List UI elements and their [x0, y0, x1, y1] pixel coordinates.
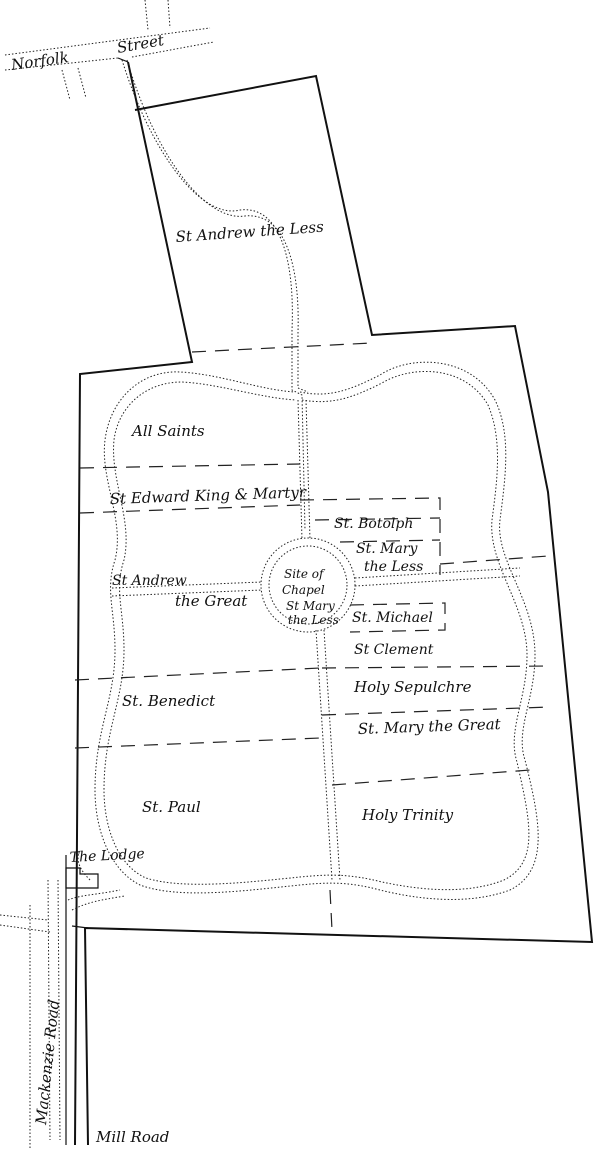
label-st-michael: St. Michael [352, 610, 433, 626]
label-st-benedict: St. Benedict [122, 692, 216, 710]
north-inner-path [297, 399, 311, 541]
label-holy-trinity: Holy Trinity [361, 806, 454, 824]
label-chapel-1: Site of [284, 567, 326, 581]
label-st-clement: St Clement [354, 642, 434, 658]
label-st-paul: St. Paul [142, 798, 201, 816]
lodge-building [65, 867, 99, 889]
lodge-label: The Lodge [69, 846, 145, 866]
label-chapel-3: St Mary [286, 599, 335, 613]
label-st-andrew-the-less: St Andrew the Less [175, 218, 325, 246]
north-gate-line [117, 57, 129, 63]
lodge-path [67, 849, 126, 911]
cemetery-boundary [74, 61, 594, 1146]
label-st-mary-the-great: St. Mary the Great [358, 715, 502, 738]
label-st-mary-the-less-1: St. Mary [356, 541, 418, 557]
north-entrance-path [121, 59, 306, 531]
norfolk-street [4, 0, 215, 101]
label-st-mary-the-less-2: the Less [364, 559, 423, 575]
norfolk-street-label-1: Norfolk [9, 48, 70, 74]
label-chapel-4: the Less [288, 613, 339, 627]
mackenzie-road [0, 879, 61, 1150]
label-st-edward: St Edward King & Martyr [110, 483, 308, 508]
label-st-botolph: St. Botolph [334, 516, 413, 532]
label-all-saints: All Saints [130, 422, 205, 440]
label-st-andrew-the-great-2: the Great [175, 592, 248, 610]
mill-road-label: Mill Road [95, 1128, 169, 1146]
mackenzie-road-label: Mackenzie Road [32, 999, 63, 1127]
section-boundaries [74, 342, 551, 931]
ring-path [94, 361, 539, 900]
norfolk-street-label-2: Street [116, 31, 167, 57]
label-chapel-2: Chapel [282, 583, 325, 597]
label-holy-sepulchre: Holy Sepulchre [353, 678, 472, 696]
east-path [354, 567, 521, 587]
west-path [111, 581, 263, 597]
label-st-andrew-the-great-1: St Andrew [112, 573, 187, 589]
chapel-circle [260, 537, 356, 633]
